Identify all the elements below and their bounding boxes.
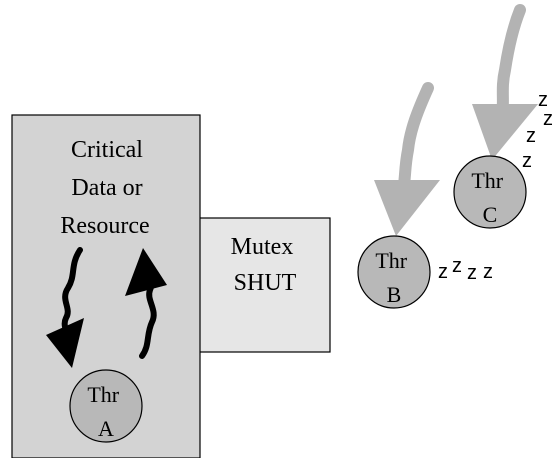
thread-b: Thr B <box>357 235 431 309</box>
mutex-label-line-2: SHUT <box>234 270 297 296</box>
sleep-indicator-b: z z z z <box>438 255 493 284</box>
sleep-z: z <box>467 262 477 284</box>
svg-text:Thr A: Thr A <box>87 382 124 441</box>
sleep-z: z <box>438 261 448 283</box>
sleep-z: z <box>538 89 548 111</box>
sleep-indicator-c: z z z z <box>522 89 553 172</box>
critical-label-line-2: Data or <box>71 175 142 201</box>
mutex-box <box>193 217 331 353</box>
black-arrow-up <box>125 248 167 359</box>
sleep-z: z <box>526 125 536 147</box>
svg-text:Thr B: Thr B <box>375 248 412 307</box>
svg-text:Thr C: Thr C <box>471 168 508 227</box>
thread-b-label-2: B <box>387 282 402 307</box>
gray-arrow-to-c <box>472 4 538 160</box>
mutex-label-line-1: Mutex <box>231 234 294 260</box>
critical-label-line-1: Critical <box>71 137 143 163</box>
thread-a: Thr A <box>69 369 143 443</box>
sleep-z: z <box>522 150 532 172</box>
svg-text:Critical Data or Resou: Critical Data or Resource <box>60 137 149 239</box>
thread-c-label-1: Thr <box>471 168 503 193</box>
sleep-z: z <box>483 261 493 283</box>
thread-c-label-2: C <box>483 202 498 227</box>
svg-text:Mutex SHUT: Mutex SHUT <box>231 234 300 296</box>
black-arrow-down <box>46 247 84 368</box>
thread-a-label-1: Thr <box>87 382 119 407</box>
thread-b-label-1: Thr <box>375 248 407 273</box>
sleep-z: z <box>452 255 462 277</box>
critical-label-line-3: Resource <box>60 213 149 239</box>
gray-arrow-to-b <box>374 82 440 236</box>
thread-a-label-2: A <box>98 416 114 441</box>
sleep-z: z <box>543 108 553 130</box>
thread-c: Thr C <box>453 155 527 229</box>
